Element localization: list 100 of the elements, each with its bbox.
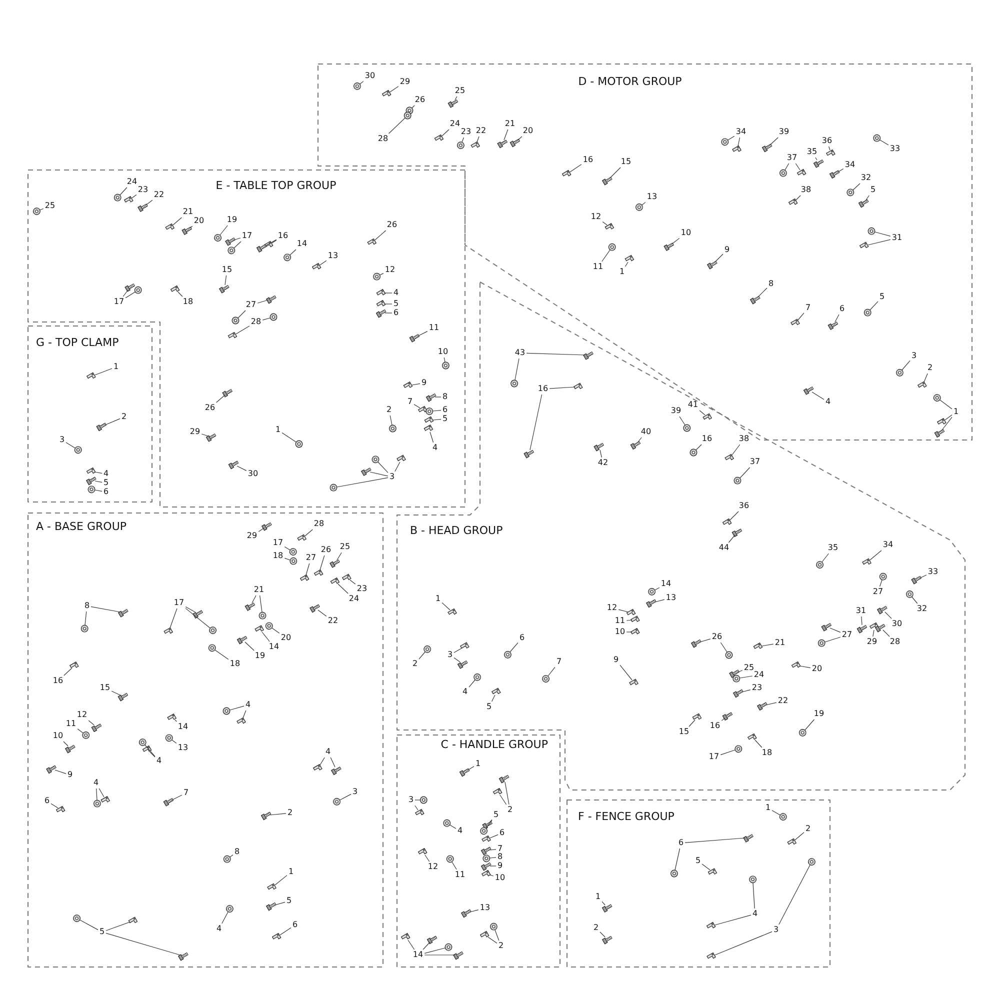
callout-number: 21 bbox=[182, 208, 194, 216]
leader-line bbox=[812, 392, 824, 400]
leader-line bbox=[758, 288, 768, 298]
callout-number: 6 bbox=[292, 921, 298, 929]
callout-number: 41 bbox=[688, 401, 698, 409]
leader-line bbox=[852, 183, 860, 190]
part-drawing bbox=[80, 624, 88, 632]
callout-number: 6 bbox=[499, 829, 505, 837]
leader-line bbox=[272, 240, 277, 244]
callout-number: 4 bbox=[457, 827, 463, 835]
leader-line bbox=[274, 875, 288, 886]
callout-number: 11 bbox=[454, 871, 466, 879]
part-drawing bbox=[33, 208, 40, 215]
part-drawing bbox=[300, 574, 310, 581]
callout-number: 12 bbox=[384, 266, 396, 274]
leader-line bbox=[111, 690, 120, 696]
leader-line bbox=[688, 720, 696, 727]
leader-line bbox=[794, 832, 804, 840]
callout-number: 7 bbox=[407, 398, 413, 406]
part-drawing bbox=[124, 196, 134, 202]
leader-line bbox=[620, 664, 632, 680]
leader-line bbox=[450, 824, 456, 829]
leader-line bbox=[468, 766, 474, 770]
leader-line bbox=[526, 352, 586, 356]
callout-number: 16 bbox=[710, 722, 720, 730]
leader-line bbox=[284, 546, 290, 550]
callout-number: 15 bbox=[620, 158, 632, 166]
part-drawing bbox=[690, 448, 698, 456]
callout-number: 34 bbox=[736, 128, 746, 136]
part-drawing bbox=[808, 858, 816, 866]
part-drawing bbox=[74, 446, 82, 454]
leader-line bbox=[714, 254, 724, 262]
part-drawing bbox=[73, 914, 80, 922]
part-drawing bbox=[453, 951, 464, 960]
part-drawing bbox=[602, 936, 612, 944]
callout-number: 3 bbox=[59, 436, 65, 444]
callout-number: 4 bbox=[103, 470, 109, 478]
part-drawing bbox=[573, 382, 583, 390]
callout-number: 2 bbox=[507, 806, 513, 814]
callout-number: 16 bbox=[702, 435, 712, 443]
part-drawing bbox=[86, 467, 96, 474]
leader-line bbox=[602, 901, 606, 906]
leader-line bbox=[600, 932, 606, 938]
leader-line bbox=[700, 638, 711, 642]
leader-line bbox=[940, 400, 952, 410]
leader-line bbox=[868, 239, 891, 246]
leader-line bbox=[672, 238, 680, 244]
leader-line bbox=[770, 137, 778, 146]
leader-line bbox=[462, 137, 464, 142]
callout-number: 25 bbox=[744, 664, 754, 672]
part-drawing bbox=[314, 569, 324, 576]
part-drawing bbox=[879, 572, 887, 580]
leader-line bbox=[318, 610, 327, 616]
part-drawing bbox=[373, 272, 380, 280]
callout-number: 10 bbox=[680, 229, 692, 237]
part-drawing bbox=[864, 308, 872, 316]
callout-number: 3 bbox=[773, 926, 779, 934]
part-drawing bbox=[372, 456, 380, 464]
part-drawing bbox=[498, 774, 510, 784]
part-drawing bbox=[330, 577, 340, 584]
callout-number: 30 bbox=[892, 620, 902, 628]
callout-number: 3 bbox=[447, 651, 453, 659]
callout-number: 1 bbox=[113, 363, 119, 371]
group-title: D - MOTOR GROUP bbox=[578, 76, 682, 87]
part-drawing bbox=[648, 588, 656, 596]
callout-number: 14 bbox=[268, 643, 280, 651]
callout-number: 6 bbox=[678, 839, 684, 847]
part-drawing bbox=[448, 100, 458, 108]
part-drawing bbox=[482, 835, 491, 842]
leader-line bbox=[804, 719, 814, 730]
part-drawing bbox=[165, 223, 175, 230]
leader-line bbox=[388, 118, 406, 134]
callout-number: 39 bbox=[778, 128, 790, 136]
part-drawing bbox=[524, 450, 534, 458]
leader-line bbox=[626, 620, 632, 621]
callout-number: 14 bbox=[412, 951, 424, 959]
callout-number: 30 bbox=[248, 470, 258, 478]
part-drawing bbox=[261, 522, 272, 531]
callout-number: 22 bbox=[154, 191, 164, 199]
leader-line bbox=[740, 676, 753, 678]
part-drawing bbox=[376, 300, 386, 306]
part-drawing bbox=[270, 313, 278, 321]
leader-line bbox=[185, 606, 196, 612]
part-drawing bbox=[226, 905, 234, 912]
leader-line bbox=[290, 249, 296, 256]
part-drawing bbox=[284, 254, 291, 262]
leader-line bbox=[94, 480, 102, 483]
callout-number: 28 bbox=[890, 638, 900, 646]
callout-number: 1 bbox=[435, 595, 441, 603]
leader-line bbox=[654, 587, 660, 590]
leader-line bbox=[424, 954, 456, 956]
part-drawing bbox=[725, 651, 733, 659]
part-drawing bbox=[225, 238, 236, 246]
part-drawing bbox=[482, 854, 490, 862]
part-drawing bbox=[491, 688, 501, 694]
leader-line bbox=[336, 552, 342, 560]
part-drawing bbox=[749, 876, 756, 884]
part-drawing bbox=[474, 674, 481, 681]
leader-line bbox=[815, 157, 818, 160]
leader-line bbox=[492, 694, 496, 702]
